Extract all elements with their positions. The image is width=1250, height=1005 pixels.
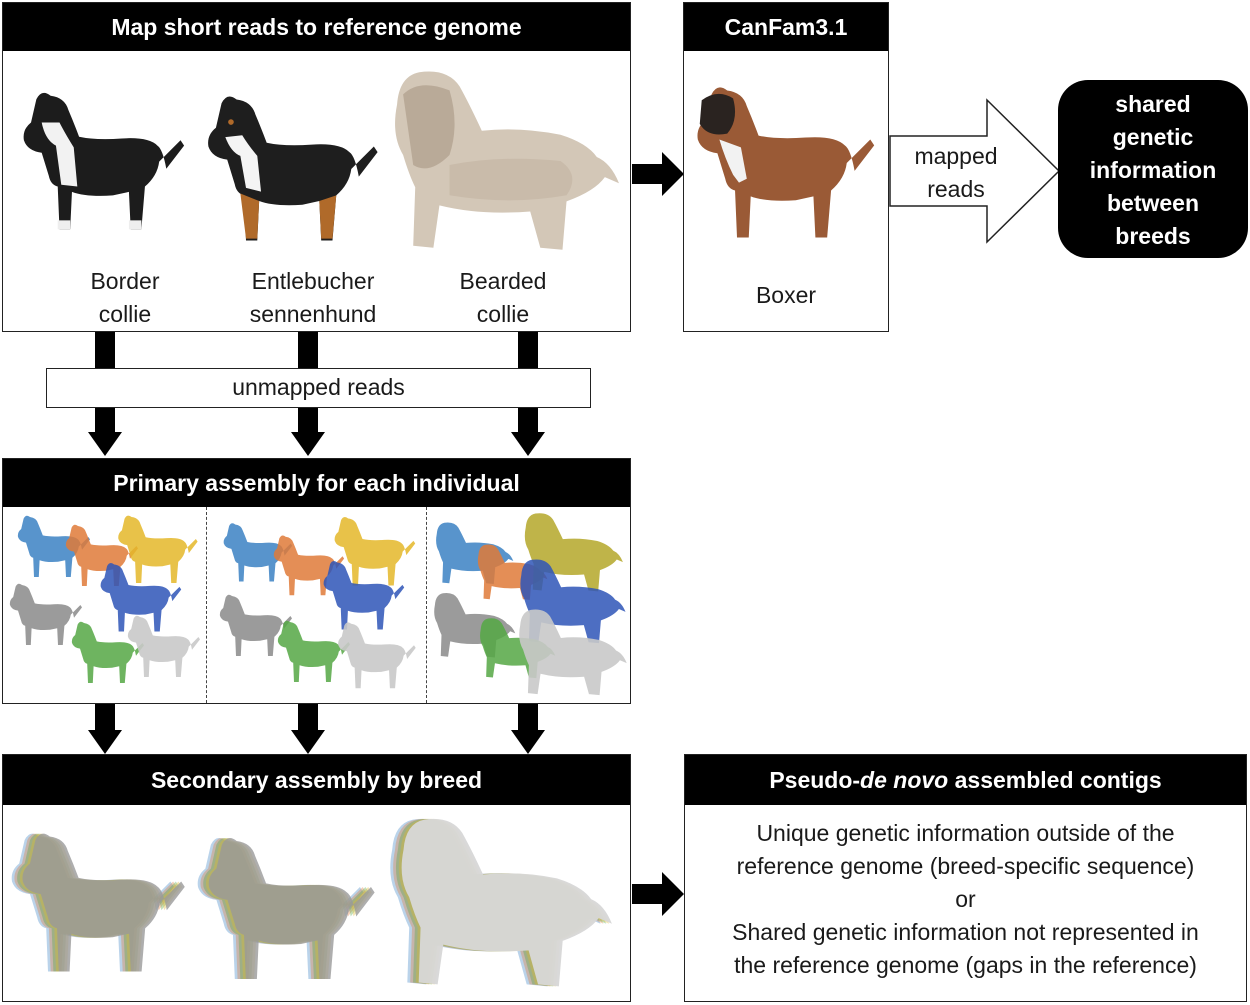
contigs-line-5: the reference genome (gaps in the refere… bbox=[734, 952, 1197, 978]
border-collie-image bbox=[15, 65, 193, 230]
breed-label-border-collie: Border collie bbox=[90, 268, 160, 327]
shared-info-result: shared genetic information between breed… bbox=[1058, 80, 1248, 258]
unmapped-connectors bbox=[88, 332, 545, 456]
mapped-reads-arrow bbox=[889, 98, 1061, 244]
reference-genome-panel: CanFam3.1 Boxer bbox=[683, 2, 889, 332]
bearded-collie-image bbox=[389, 61, 621, 259]
contigs-line-or: or bbox=[955, 886, 976, 912]
boxer-image bbox=[688, 75, 884, 253]
secondary-bearded-collie bbox=[392, 812, 614, 992]
reference-genome-title: CanFam3.1 bbox=[684, 3, 888, 51]
primary-to-secondary-arrows bbox=[88, 704, 545, 754]
map-reads-title: Map short reads to reference genome bbox=[3, 3, 630, 51]
primary-border-collie-group bbox=[9, 515, 200, 683]
entlebucher-image bbox=[199, 85, 387, 255]
contigs-line-1: Unique genetic information outside of th… bbox=[756, 820, 1175, 846]
secondary-border-collie bbox=[12, 814, 192, 994]
contigs-title: Pseudo-de novo assembled contigs bbox=[685, 755, 1246, 805]
contigs-line-2: reference genome (breed-specific sequenc… bbox=[736, 853, 1195, 879]
map-reads-panel: Map short reads to reference genome Bord… bbox=[2, 2, 631, 332]
contigs-panel: Pseudo-de novo assembled contigs Unique … bbox=[684, 754, 1247, 1002]
primary-assembly-title: Primary assembly for each individual bbox=[3, 459, 630, 507]
secondary-assembly-title: Secondary assembly by breed bbox=[3, 755, 630, 805]
arrow-to-reference bbox=[632, 152, 684, 196]
arrow-to-contigs bbox=[632, 872, 684, 916]
contigs-line-4: Shared genetic information not represent… bbox=[732, 919, 1199, 945]
breed-label-entlebucher: Entlebucher sennenhund bbox=[249, 268, 377, 327]
unmapped-reads-label: unmapped reads bbox=[46, 368, 591, 408]
boxer-label: Boxer bbox=[755, 282, 817, 308]
contigs-description: Unique genetic information outside of th… bbox=[685, 817, 1246, 982]
primary-bearded-collie-group bbox=[434, 513, 627, 696]
primary-entlebucher-group bbox=[219, 517, 416, 689]
primary-divider-1 bbox=[206, 507, 207, 703]
primary-divider-2 bbox=[426, 507, 427, 703]
mapped-reads-label: mapped reads bbox=[914, 143, 998, 202]
breed-label-bearded-collie: Bearded collie bbox=[459, 268, 547, 327]
secondary-entlebucher bbox=[198, 826, 382, 994]
